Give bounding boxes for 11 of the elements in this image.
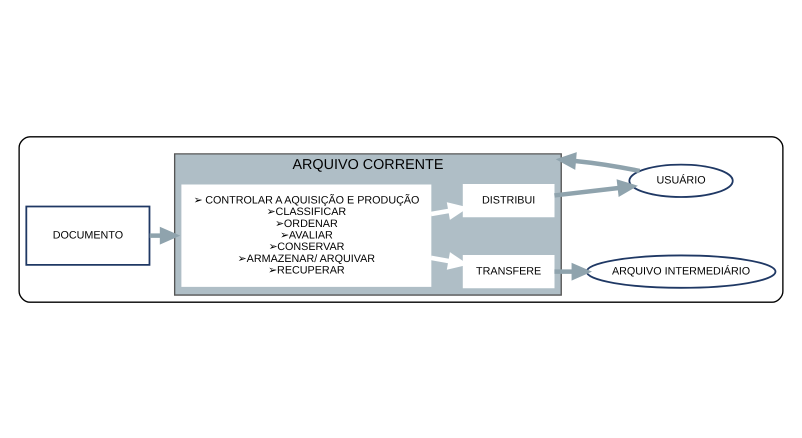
node-ellipse: ARQUIVO INTERMEDIÁRIO [586, 254, 776, 288]
node-ellipse: USUÁRIO [628, 163, 734, 198]
cluster [18, 136, 784, 302]
arrow [554, 178, 638, 198]
arrow [150, 226, 180, 244]
node-box: ➢ CONTROLAR A AQUISIÇÃO E PRODUÇÃO ➢CLASSIFICAR ➢ORDENAR ➢AVALIAR ➢CONSERVAR ➢ARMAZENAR/ ARQUIVAR ➢RECUPERAR [181, 184, 432, 286]
node-box: DOCUMENTO [25, 205, 150, 266]
arrow [556, 152, 640, 173]
arrow [554, 262, 592, 280]
node-box: DISTRIBUI [462, 184, 554, 217]
node-box: TRANSFERE [462, 254, 554, 288]
